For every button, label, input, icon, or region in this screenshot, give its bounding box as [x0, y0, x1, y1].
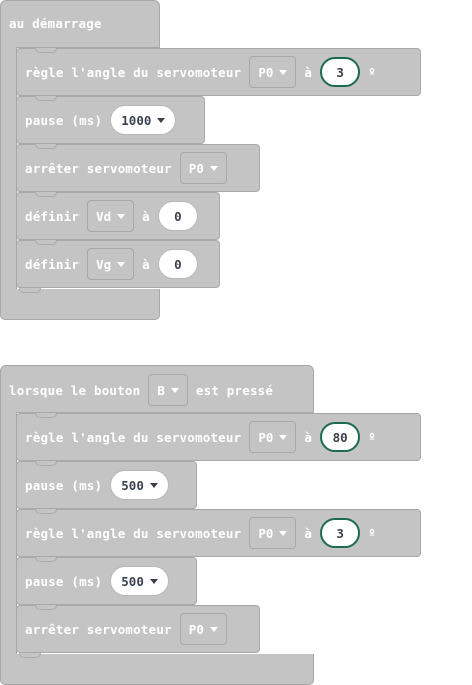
- connector-notch: [35, 509, 57, 514]
- event-label-prefix: lorsque le bouton: [9, 382, 141, 398]
- caret-down-icon: [149, 482, 158, 488]
- to-label: à: [304, 525, 313, 541]
- caret-down-icon: [209, 165, 218, 171]
- pin-value: P0: [188, 160, 204, 176]
- caret-down-icon: [117, 213, 126, 219]
- caret-down-icon: [209, 626, 218, 632]
- connector-notch: [19, 288, 41, 293]
- set-servo-angle-block[interactable]: règle l'angle du servomoteur P0 à 3 º: [16, 48, 421, 96]
- on-button-block-arm: [0, 412, 17, 655]
- duration-value: 1000: [121, 112, 152, 128]
- connector-notch: [19, 653, 41, 658]
- block-label: règle l'angle du servomoteur: [25, 64, 242, 80]
- connector-notch: [35, 192, 57, 197]
- angle-input[interactable]: 3: [320, 57, 361, 87]
- to-label: à: [304, 64, 313, 80]
- stop-servo-block[interactable]: arrêter servomoteur P0: [16, 144, 260, 192]
- connector-notch: [35, 240, 57, 245]
- caret-down-icon: [279, 69, 288, 75]
- to-label: à: [142, 208, 150, 224]
- connector-notch: [35, 48, 57, 53]
- caret-down-icon: [117, 261, 126, 267]
- on-button-pressed-block[interactable]: lorsque le bouton B est pressé: [0, 365, 314, 413]
- angle-input[interactable]: 3: [320, 518, 361, 548]
- variable-name: Vd: [96, 208, 112, 224]
- set-servo-angle-block[interactable]: règle l'angle du servomoteur P0 à 3 º: [16, 509, 421, 557]
- pause-block[interactable]: pause (ms) 500: [16, 461, 197, 509]
- angle-input[interactable]: 80: [320, 422, 361, 452]
- pin-dropdown[interactable]: P0: [179, 613, 227, 645]
- caret-down-icon: [157, 117, 166, 123]
- pin-value: P0: [258, 64, 274, 80]
- set-variable-block[interactable]: définir Vd à 0: [16, 192, 220, 240]
- button-value: B: [157, 382, 165, 398]
- pin-dropdown[interactable]: P0: [249, 56, 297, 88]
- on-button-block-bottom: [0, 653, 314, 685]
- pin-dropdown[interactable]: P0: [179, 152, 227, 184]
- caret-down-icon: [170, 387, 179, 393]
- pause-block[interactable]: pause (ms) 500: [16, 557, 197, 605]
- duration-dropdown[interactable]: 500: [110, 566, 169, 596]
- caret-down-icon: [149, 578, 158, 584]
- on-start-title: au démarrage: [9, 16, 102, 31]
- connector-notch: [35, 96, 57, 101]
- duration-value: 500: [121, 573, 144, 589]
- caret-down-icon: [279, 530, 288, 536]
- block-label: règle l'angle du servomoteur: [25, 429, 242, 445]
- degree-unit: º: [368, 64, 376, 80]
- block-label: arrêter servomoteur: [25, 160, 172, 176]
- block-label: définir: [25, 256, 80, 272]
- connector-notch: [35, 461, 57, 466]
- block-label: règle l'angle du servomoteur: [25, 525, 242, 541]
- pin-dropdown[interactable]: P0: [249, 517, 297, 549]
- duration-dropdown[interactable]: 500: [110, 470, 169, 500]
- variable-dropdown[interactable]: Vg: [87, 248, 135, 280]
- button-dropdown[interactable]: B: [148, 374, 188, 406]
- on-start-block-bottom: [0, 288, 160, 320]
- pin-value: P0: [188, 621, 204, 637]
- value-input[interactable]: 0: [157, 249, 198, 279]
- set-servo-angle-block[interactable]: règle l'angle du servomoteur P0 à 80 º: [16, 413, 421, 461]
- set-variable-block[interactable]: définir Vg à 0: [16, 240, 220, 288]
- block-label: pause (ms): [25, 477, 103, 493]
- pin-value: P0: [258, 429, 274, 445]
- on-start-block-arm: [0, 47, 17, 290]
- variable-name: Vg: [96, 256, 112, 272]
- on-start-block[interactable]: au démarrage: [0, 0, 160, 48]
- variable-dropdown[interactable]: Vd: [87, 200, 135, 232]
- to-label: à: [142, 256, 150, 272]
- connector-notch: [35, 557, 57, 562]
- duration-dropdown[interactable]: 1000: [110, 105, 177, 135]
- degree-unit: º: [368, 429, 376, 445]
- block-label: arrêter servomoteur: [25, 621, 172, 637]
- block-label: pause (ms): [25, 112, 103, 128]
- stop-servo-block[interactable]: arrêter servomoteur P0: [16, 605, 260, 653]
- connector-notch: [35, 413, 57, 418]
- connector-notch: [35, 144, 57, 149]
- to-label: à: [304, 429, 313, 445]
- duration-value: 500: [121, 477, 144, 493]
- caret-down-icon: [279, 434, 288, 440]
- connector-notch: [35, 605, 57, 610]
- event-label-suffix: est pressé: [195, 382, 274, 398]
- block-label: définir: [25, 208, 80, 224]
- block-label: pause (ms): [25, 573, 103, 589]
- value-input[interactable]: 0: [157, 201, 198, 231]
- pin-dropdown[interactable]: P0: [249, 421, 297, 453]
- degree-unit: º: [368, 525, 376, 541]
- pin-value: P0: [258, 525, 274, 541]
- pause-block[interactable]: pause (ms) 1000: [16, 96, 205, 144]
